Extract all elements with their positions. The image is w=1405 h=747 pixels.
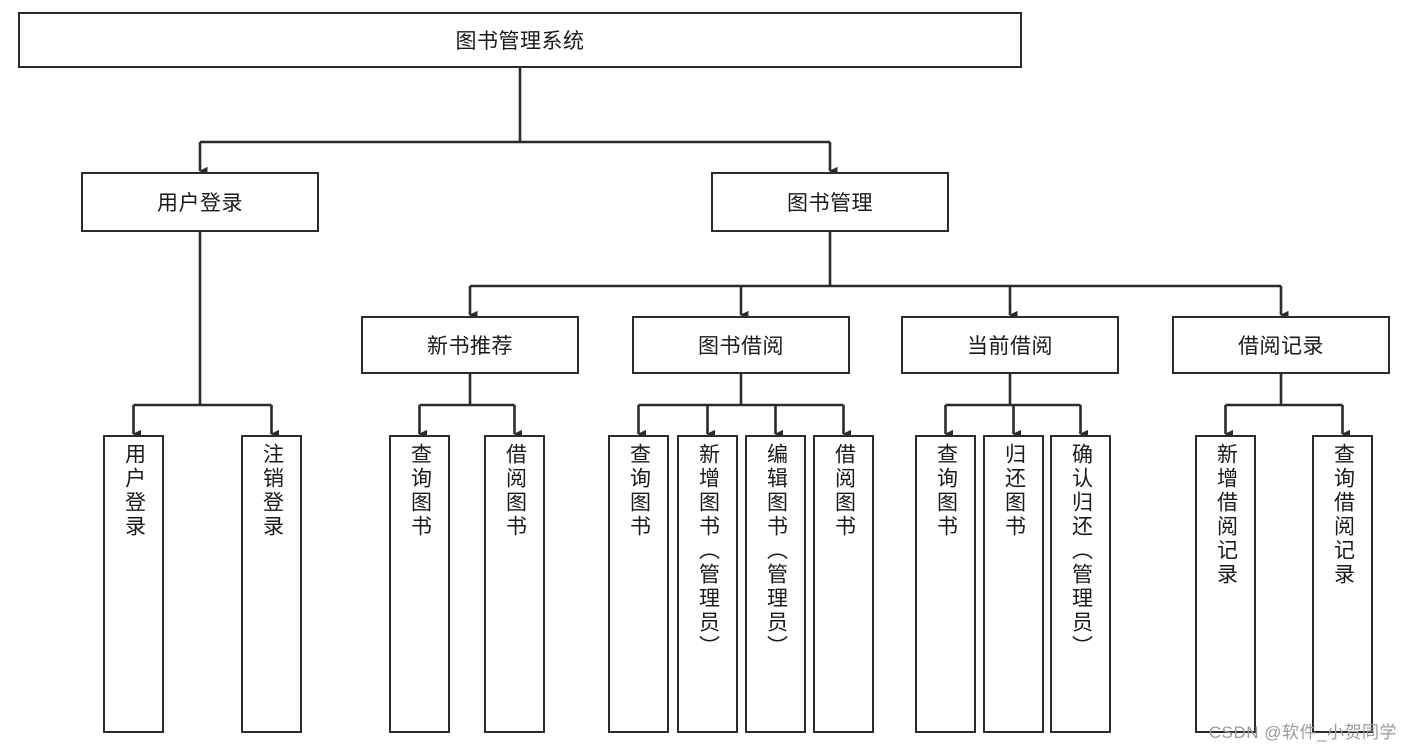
node-label: 查询图书 xyxy=(408,443,432,539)
node-label: 新增借阅记录 xyxy=(1214,443,1238,587)
node-label: 用户登录 xyxy=(122,443,146,539)
node-label: 用户登录 xyxy=(157,192,243,215)
node-label: 借阅图书 xyxy=(503,443,527,539)
node-label: 图书借阅 xyxy=(698,335,784,358)
node-leaf-logout[interactable]: 注销登录 xyxy=(241,435,302,733)
node-l3-borrow[interactable]: 图书借阅 xyxy=(632,316,850,374)
node-leaf-query-book-2[interactable]: 查询图书 xyxy=(608,435,669,733)
node-label: 新书推荐 xyxy=(427,335,513,358)
node-label: 图书管理系统 xyxy=(455,30,585,53)
node-leaf-query-record[interactable]: 查询借阅记录 xyxy=(1312,435,1373,733)
node-leaf-borrow-book-1[interactable]: 借阅图书 xyxy=(484,435,545,733)
node-leaf-edit-book[interactable]: 编辑图书（管理员） xyxy=(745,435,806,733)
node-l2-login[interactable]: 用户登录 xyxy=(81,172,319,232)
node-leaf-add-record[interactable]: 新增借阅记录 xyxy=(1195,435,1256,733)
node-label: 借阅记录 xyxy=(1238,335,1324,358)
node-root[interactable]: 图书管理系统 xyxy=(18,12,1022,68)
node-leaf-query-book-3[interactable]: 查询图书 xyxy=(915,435,976,733)
node-leaf-return-book[interactable]: 归还图书 xyxy=(983,435,1044,733)
node-label: 图书管理 xyxy=(787,192,873,215)
node-l3-new-book[interactable]: 新书推荐 xyxy=(361,316,579,374)
node-leaf-query-book-1[interactable]: 查询图书 xyxy=(389,435,450,733)
node-label: 查询图书 xyxy=(627,443,651,539)
node-label: 查询借阅记录 xyxy=(1331,443,1355,587)
node-l2-book-mgmt[interactable]: 图书管理 xyxy=(711,172,949,232)
node-label: 注销登录 xyxy=(260,443,284,539)
node-label: 当前借阅 xyxy=(967,335,1053,358)
node-label: 确认归还（管理员） xyxy=(1069,443,1093,659)
node-label: 新增图书（管理员） xyxy=(696,443,720,659)
node-label: 归还图书 xyxy=(1002,443,1026,539)
node-leaf-user-login[interactable]: 用户登录 xyxy=(103,435,164,733)
node-leaf-add-book[interactable]: 新增图书（管理员） xyxy=(677,435,738,733)
node-l3-current[interactable]: 当前借阅 xyxy=(901,316,1119,374)
node-leaf-borrow-book-2[interactable]: 借阅图书 xyxy=(813,435,874,733)
node-label: 编辑图书（管理员） xyxy=(764,443,788,659)
node-l3-records[interactable]: 借阅记录 xyxy=(1172,316,1390,374)
node-label: 借阅图书 xyxy=(832,443,856,539)
node-leaf-confirm-return[interactable]: 确认归还（管理员） xyxy=(1050,435,1111,733)
node-label: 查询图书 xyxy=(934,443,958,539)
csdn-watermark: CSDN @软件_小贺同学 xyxy=(1208,723,1397,742)
